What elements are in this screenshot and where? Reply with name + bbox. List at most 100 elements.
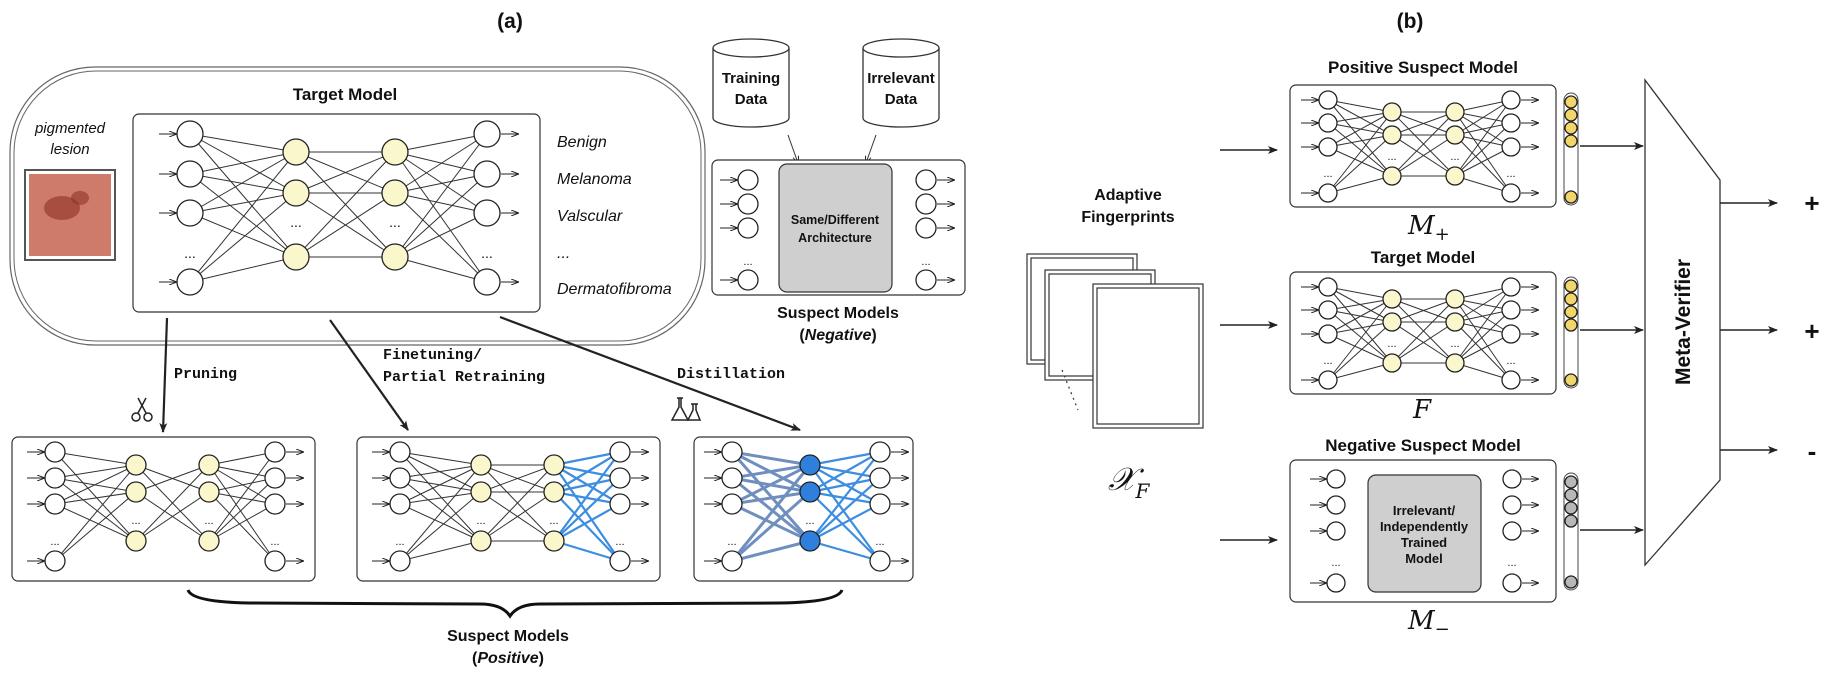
finetuned-net-edge bbox=[553, 476, 621, 494]
neg-caption-a: Suspect Models bbox=[777, 305, 899, 322]
xf-subscript: F bbox=[1135, 479, 1151, 503]
target-model-net-edge bbox=[1391, 298, 1456, 364]
target-frame bbox=[9, 66, 706, 346]
pruned-net-neuron bbox=[264, 441, 286, 463]
m-minus-label: M− bbox=[1407, 606, 1450, 640]
pos-model-title: Positive Suspect Model bbox=[1328, 58, 1518, 77]
finetuned-net-edge bbox=[399, 540, 482, 562]
pruned-net-edge bbox=[54, 491, 137, 562]
target-model-net-neuron bbox=[1318, 324, 1338, 344]
distilled-net-ellipsis: ... bbox=[727, 536, 736, 548]
distilled-net-edge bbox=[809, 476, 881, 494]
pos-model-net-edge bbox=[1327, 175, 1393, 194]
pos-model-net-edge bbox=[1327, 111, 1393, 194]
target-net-neuron bbox=[381, 179, 409, 207]
neg-b-output-neuron bbox=[1502, 521, 1522, 541]
irrelevant-data-cylinder: Irrelevant Data bbox=[862, 38, 940, 128]
neg-b-input-ellipsis: ... bbox=[1331, 557, 1340, 569]
finetuned-net-edge bbox=[399, 464, 482, 505]
neg-a-output-neuron bbox=[915, 217, 937, 239]
finetuned-net-edge bbox=[553, 539, 621, 563]
distilled-net-edge bbox=[731, 476, 811, 543]
neg-b-output-neuron bbox=[1502, 469, 1522, 489]
finetuned-net-edge bbox=[399, 491, 482, 505]
finetuned-net-neuron bbox=[389, 467, 411, 489]
pos-fingerprint-output-value bbox=[1564, 95, 1578, 109]
distilled-net-neuron bbox=[721, 550, 743, 572]
pos-model-net-neuron bbox=[1382, 102, 1402, 122]
neg-fingerprint-output-value bbox=[1564, 501, 1578, 515]
pos-fingerprint-output-value bbox=[1564, 121, 1578, 135]
target-model-net-edge bbox=[1327, 298, 1393, 381]
target-net-neuron bbox=[473, 199, 501, 227]
target-net-edge bbox=[189, 173, 297, 258]
neg-fingerprint-output-value bbox=[1564, 475, 1578, 489]
neg-b-input-neuron bbox=[1326, 521, 1346, 541]
distilled-net-neuron bbox=[799, 454, 821, 476]
neg-a-input-neuron bbox=[737, 169, 759, 191]
target-net-edge bbox=[189, 192, 297, 283]
distilled-net-edge bbox=[731, 490, 811, 506]
verifier-output-2: + bbox=[1804, 316, 1819, 346]
pos-model-net-edge bbox=[1327, 111, 1393, 124]
target-net-edge bbox=[189, 151, 297, 214]
neg-fingerprint-output bbox=[1563, 472, 1579, 591]
target-net-edge bbox=[189, 192, 297, 214]
arch-box bbox=[778, 163, 893, 293]
distilled-net-edge bbox=[730, 464, 812, 562]
pruned-net-edge bbox=[208, 503, 276, 542]
target-net-edge bbox=[189, 256, 297, 283]
target-model-net-edge bbox=[1391, 298, 1456, 323]
distilled-net-neuron bbox=[869, 550, 891, 572]
target-model-net-neuron bbox=[1501, 277, 1521, 297]
pos-model-net-edge bbox=[1454, 99, 1512, 136]
neg-b-output-ellipsis: ... bbox=[1507, 557, 1516, 569]
finetuned-net-edge bbox=[480, 464, 555, 493]
finetuned-net-ellipsis: ... bbox=[615, 536, 624, 548]
target-model-net-neuron bbox=[1382, 289, 1402, 309]
target-net-edge bbox=[189, 173, 297, 194]
pos-model-net-edge bbox=[1391, 111, 1456, 177]
neg-inner-box bbox=[1367, 474, 1482, 593]
target-model-net-neuron bbox=[1445, 353, 1465, 373]
f-label: F bbox=[1412, 395, 1432, 425]
target-model-net-neuron bbox=[1501, 370, 1521, 390]
distilled-net-ellipsis: ... bbox=[805, 515, 814, 527]
network-layer: ........................................… bbox=[27, 90, 1579, 593]
class-label-benign: Benign bbox=[557, 134, 607, 151]
distilled-net-neuron bbox=[869, 441, 891, 463]
finetune-label-2: Partial Retraining bbox=[383, 369, 545, 386]
neg-b-output-neuron bbox=[1502, 495, 1522, 515]
distilled-net-edge bbox=[731, 463, 811, 480]
distilled-net-neuron bbox=[721, 467, 743, 489]
neg-caption-a-sub: (Negative) bbox=[799, 327, 876, 344]
distilled-net-edge bbox=[731, 463, 811, 506]
pos-model-net-neuron bbox=[1382, 125, 1402, 145]
target-model-net-ellipsis: ... bbox=[1506, 355, 1515, 367]
pruned-net-edge bbox=[54, 451, 137, 542]
neg-inner-label-4: Model bbox=[1405, 551, 1443, 566]
neg-inner-label-3: Trained bbox=[1401, 535, 1447, 550]
pos-model-net-neuron bbox=[1445, 125, 1465, 145]
pruned-net-neuron bbox=[44, 550, 66, 572]
distilled-net-edge bbox=[731, 450, 811, 467]
panel-b-label: (b) bbox=[1397, 10, 1424, 33]
distilled-net-neuron bbox=[799, 530, 821, 552]
neg-a-input-neuron bbox=[737, 269, 759, 291]
target-net-neuron bbox=[176, 268, 204, 296]
finetune-arrow bbox=[329, 319, 409, 431]
pos-model-net-edge bbox=[1391, 111, 1456, 136]
pruned-net-edge bbox=[208, 464, 276, 562]
target-net-neuron bbox=[381, 243, 409, 271]
finetuned-net-neuron bbox=[389, 441, 411, 463]
target-frame-inner bbox=[13, 70, 702, 342]
target-net-ellipsis: ... bbox=[481, 245, 493, 261]
pruned-net-edge bbox=[54, 464, 137, 505]
finetuned-net-ellipsis: ... bbox=[395, 536, 404, 548]
distilled-net-neuron bbox=[869, 467, 891, 489]
distilled-net-ellipsis: ... bbox=[875, 536, 884, 548]
pos-fingerprint-output-value bbox=[1564, 134, 1578, 148]
finetuned-net-edge bbox=[553, 451, 621, 542]
training-data-label-2: Data bbox=[735, 91, 768, 108]
finetuned-net-neuron bbox=[470, 481, 492, 503]
